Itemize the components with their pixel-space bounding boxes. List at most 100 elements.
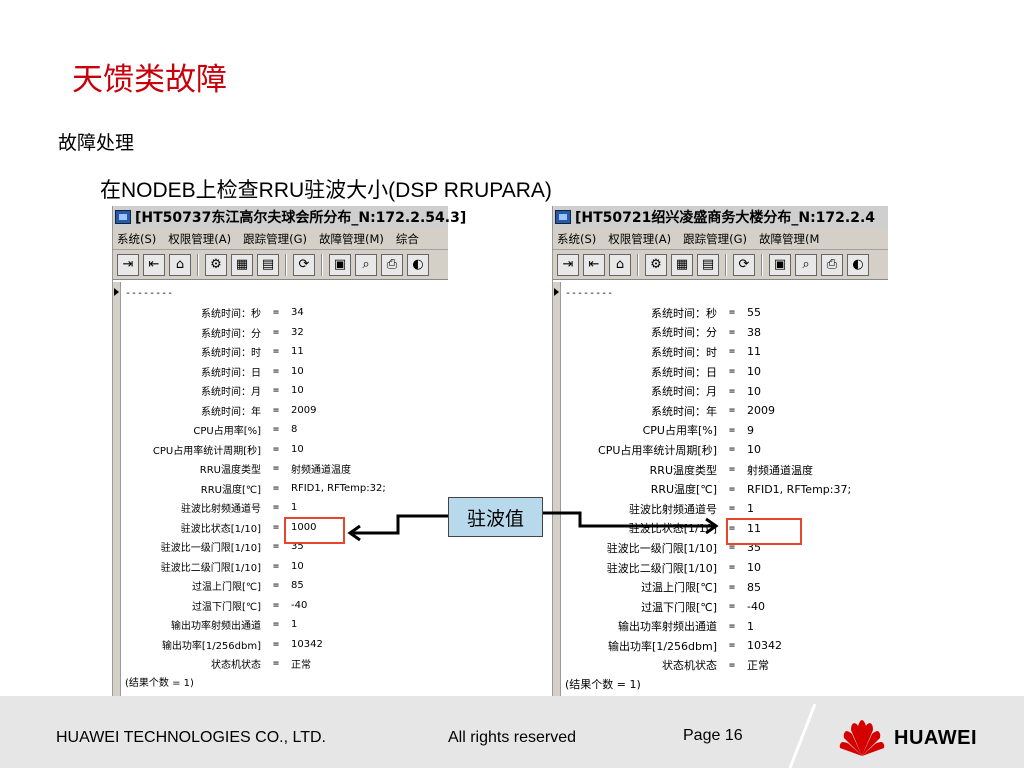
param-label: RRU温度[℃] [650, 483, 717, 497]
logout-icon[interactable]: ⇤ [143, 253, 165, 276]
print-icon[interactable]: ⎙ [381, 253, 403, 276]
result-count: (结果个数 = 1) [125, 677, 194, 689]
menu-trace[interactable]: 跟踪管理(G) [683, 231, 748, 246]
param-value: 11 [291, 346, 304, 358]
param-label: 驻波比状态[1/10] [180, 523, 261, 535]
slide-instruction: 在NODEB上检查RRU驻波大小(DSP RRUPARA) [100, 179, 552, 202]
window-titlebar[interactable]: [HT50721绍兴凌盛商务大楼分布_N:172.2.4 [553, 206, 888, 228]
param-label: 驻波比二级门限[1/10] [160, 562, 261, 574]
param-label: 过温上门限[℃] [641, 581, 717, 595]
param-value: 射频通道温度 [747, 463, 813, 477]
param-label: 状态机状态 [662, 659, 717, 673]
menu-system[interactable]: 系统(S) [557, 231, 597, 246]
menu-permission[interactable]: 权限管理(A) [168, 231, 232, 246]
equals-sign: = [272, 541, 280, 553]
output-row: RRU温度类型=射频通道温度 [561, 460, 888, 480]
output-separator: -------- [565, 288, 614, 299]
param-label: RRU温度类型 [199, 465, 261, 477]
table-icon[interactable]: ▤ [697, 253, 719, 276]
search-icon[interactable]: ⌕ [355, 253, 377, 276]
equals-sign: = [272, 463, 280, 475]
param-value: 55 [747, 306, 761, 320]
equals-sign: = [272, 365, 280, 377]
param-value: 85 [291, 580, 304, 592]
param-value: 85 [747, 580, 761, 594]
param-label: 输出功率射频出通道 [171, 621, 261, 633]
grid-icon[interactable]: ▦ [231, 253, 253, 276]
menu-system[interactable]: 系统(S) [117, 231, 157, 246]
param-value: 10342 [291, 638, 323, 650]
param-label: 驻波比射频通道号 [629, 502, 717, 516]
footer-company: HUAWEI TECHNOLOGIES CO., LTD. [56, 729, 326, 746]
lock-icon[interactable]: ⌂ [609, 253, 631, 276]
param-label: 系统时间：分 [201, 328, 261, 340]
equals-sign: = [272, 658, 280, 670]
param-label: 输出功率[1/256dbm] [161, 640, 261, 652]
param-label: CPU占用率统计周期[秒] [598, 443, 717, 457]
param-value: 10 [291, 560, 304, 572]
param-value: 1 [747, 619, 754, 633]
huawei-logo: HUAWEI [838, 718, 977, 758]
table-icon[interactable]: ▤ [257, 253, 279, 276]
param-value: 1 [291, 619, 298, 631]
toolbar: ⇥ ⇤ ⌂ ⚙ ▦ ▤ ⟳ ▣ ⌕ ⎙ ◐ [553, 250, 888, 280]
logo-wordmark: HUAWEI [894, 726, 977, 749]
menu-permission[interactable]: 权限管理(A) [608, 231, 672, 246]
output-row: 系统时间：年=2009 [121, 401, 448, 421]
lock-icon[interactable]: ⌂ [169, 253, 191, 276]
print-icon[interactable]: ⎙ [821, 253, 843, 276]
param-value: 正常 [291, 660, 311, 672]
window-titlebar[interactable]: [HT50737东江高尔夫球会所分布_N:172.2.54.3] [113, 206, 466, 228]
output-row: 输出功率[1/256dbm] = 10342 [121, 635, 448, 655]
param-value: 1000 [291, 521, 317, 533]
login-icon[interactable]: ⇥ [117, 253, 139, 276]
toolbar-separator [637, 253, 639, 276]
param-value: 32 [291, 326, 304, 338]
menu-fault[interactable]: 故障管理(M [759, 231, 820, 246]
search-icon[interactable]: ⌕ [795, 253, 817, 276]
menu-trace[interactable]: 跟踪管理(G) [243, 231, 308, 246]
grid-icon[interactable]: ▦ [671, 253, 693, 276]
output-row: 输出功率射频出通道=1 [561, 617, 888, 637]
param-label: 系统时间：年 [201, 406, 261, 418]
output-row: 输出功率[1/256dbm]=10342 [561, 636, 888, 656]
equals-sign: = [728, 483, 736, 495]
equals-sign: = [728, 503, 736, 515]
gutter [553, 282, 561, 704]
param-label: 驻波比一级门限[1/10] [606, 541, 717, 555]
slide-subtitle: 故障处理 [58, 132, 135, 154]
save-icon[interactable]: ▣ [329, 253, 351, 276]
output-row: 驻波比射频通道号 = 1 [561, 499, 888, 519]
login-icon[interactable]: ⇥ [557, 253, 579, 276]
param-label: 过温上门限[℃] [191, 582, 261, 594]
output-row: CPU占用率[%]=8 [121, 420, 448, 440]
param-label: 输出功率[1/256dbm] [608, 639, 717, 653]
output-row: RRU温度[℃] = RFID1, RFTemp:37; [561, 479, 888, 499]
refresh-icon[interactable]: ⟳ [733, 253, 755, 276]
tool-icon[interactable]: ◐ [407, 253, 429, 276]
param-label: 系统时间：年 [651, 404, 717, 418]
logout-icon[interactable]: ⇤ [583, 253, 605, 276]
output-row: 驻波比二级门限[1/10]=10 [121, 557, 448, 577]
param-label: 驻波比状态[1/10] [628, 522, 717, 536]
equals-sign: = [728, 659, 736, 671]
refresh-icon[interactable]: ⟳ [293, 253, 315, 276]
param-value: 34 [291, 307, 304, 319]
equals-sign: = [728, 366, 736, 378]
output-row: 系统时间：年=2009 [561, 401, 888, 421]
settings-icon[interactable]: ⚙ [645, 253, 667, 276]
equals-sign: = [272, 638, 280, 650]
equals-sign: = [272, 482, 280, 494]
param-value: 1 [747, 502, 754, 516]
menu-general[interactable]: 综合 [395, 231, 419, 246]
menu-fault[interactable]: 故障管理(M) [319, 231, 384, 246]
param-value: RFID1, RFTemp:37; [747, 482, 852, 496]
param-label: RRU温度类型 [649, 463, 717, 477]
save-icon[interactable]: ▣ [769, 253, 791, 276]
tool-icon[interactable]: ◐ [847, 253, 869, 276]
equals-sign: = [272, 619, 280, 631]
settings-icon[interactable]: ⚙ [205, 253, 227, 276]
